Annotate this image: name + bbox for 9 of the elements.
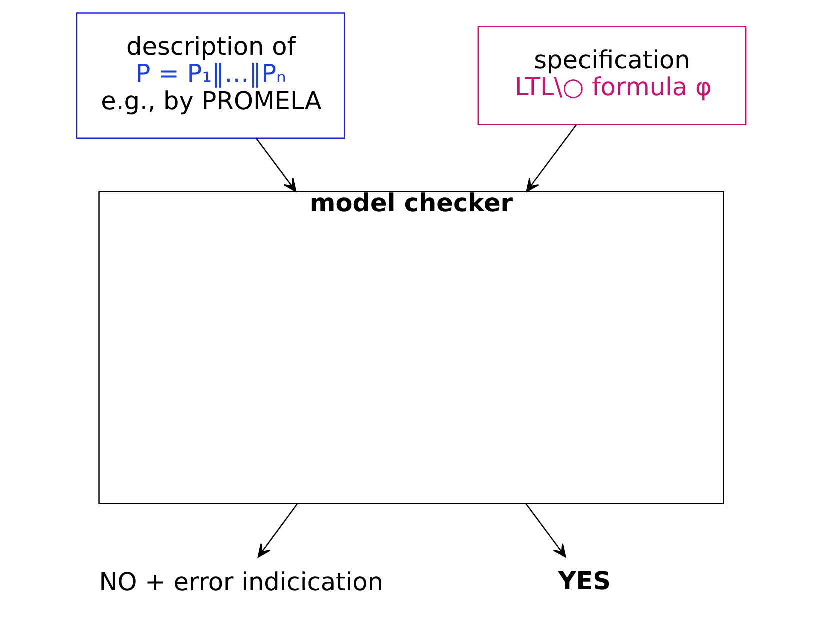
node-text: YES [558, 566, 611, 596]
arrow [257, 504, 298, 558]
node-box: description of P = P₁‖…‖Pₙ e.g., by PROMELA [76, 12, 345, 140]
arrow [256, 138, 296, 192]
arrow [526, 124, 577, 192]
node-box: specification LTL\○ formula φ [477, 26, 746, 126]
arrow [525, 504, 566, 558]
node-text: NO + error indicication [98, 568, 384, 597]
node-box: model checker [98, 191, 724, 505]
